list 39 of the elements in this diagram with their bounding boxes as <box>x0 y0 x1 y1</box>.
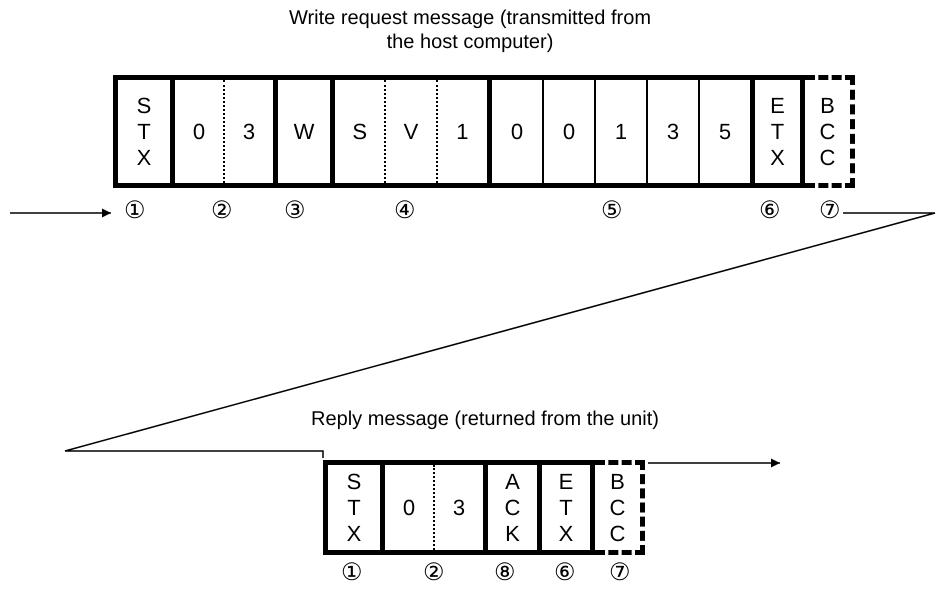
connector-line <box>64 212 936 458</box>
callout-number: ⑤ <box>601 198 623 224</box>
field-characters: 1 <box>456 118 468 144</box>
field-characters: 0 <box>402 494 416 520</box>
callout-number: ④ <box>394 198 416 224</box>
dashed-field-box <box>595 460 645 555</box>
callout-number: ② <box>423 560 445 586</box>
message-heading: Reply message (returned from the unit) <box>311 408 659 431</box>
callout-number: ① <box>124 198 146 224</box>
field-characters: 3 <box>452 494 466 520</box>
field-characters: W <box>294 118 314 144</box>
callout-number: ⑥ <box>554 560 576 586</box>
field-characters: 3 <box>666 118 680 144</box>
field-characters: E T X <box>558 468 574 546</box>
callout-number: ① <box>341 560 363 586</box>
field-characters: 0 <box>562 118 576 144</box>
field-characters: S T X <box>136 92 152 170</box>
field-characters: S <box>352 118 367 144</box>
callout-number: ⑥ <box>759 198 781 224</box>
field-characters: V <box>404 118 418 144</box>
field-characters: 3 <box>242 118 256 144</box>
arrow <box>648 458 780 468</box>
field-characters: 5 <box>718 118 732 144</box>
message-heading: Write request message (transmitted from the host computer) <box>288 6 652 54</box>
callout-number: ⑦ <box>819 198 841 224</box>
callout-number: ⑧ <box>494 560 516 586</box>
field-characters: S T X <box>346 468 362 546</box>
arrow <box>10 208 111 218</box>
field-characters: 0 <box>510 118 524 144</box>
dashed-field-box <box>805 75 855 188</box>
field-characters: 1 <box>614 118 628 144</box>
field-characters: 0 <box>192 118 206 144</box>
callout-number: ② <box>211 198 233 224</box>
field-characters: B C C <box>820 92 836 170</box>
callout-number: ③ <box>284 198 306 224</box>
field-characters: B C C <box>610 468 626 546</box>
callout-number: ⑦ <box>609 560 631 586</box>
field-characters: A C K <box>504 468 520 546</box>
field-characters: E T X <box>770 92 786 170</box>
